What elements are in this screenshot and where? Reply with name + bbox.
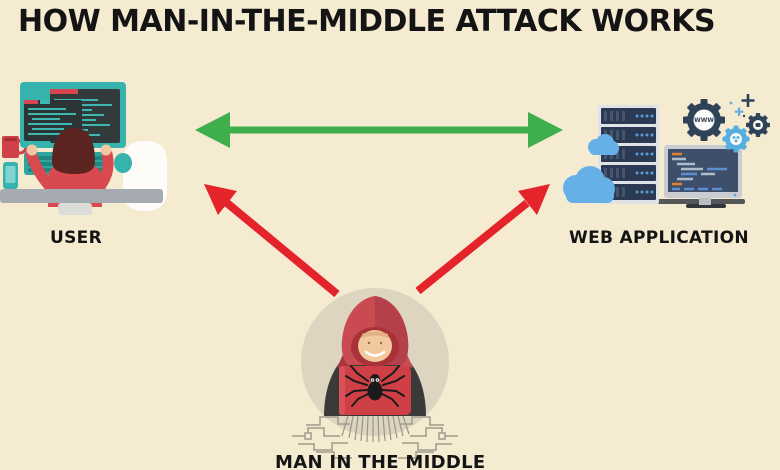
- person-at-computer-icon: [0, 82, 167, 215]
- circuit-traces: [292, 416, 458, 459]
- man-in-the-middle-label: MAN IN THE MIDDLE: [275, 452, 486, 470]
- user-label: USER: [50, 228, 102, 248]
- hooded-hacker-spider-laptop-icon: [292, 288, 458, 459]
- users-gear-icon: [722, 125, 750, 153]
- web-application-label: WEB APPLICATION: [569, 228, 749, 248]
- green-bidirectional-arrow: [195, 112, 563, 148]
- small-gear-icon: [746, 113, 770, 137]
- red-intercept-arrow-to-webapp: [415, 184, 550, 295]
- red-intercept-arrow-to-user: [204, 184, 340, 298]
- code-monitor-icon: [664, 145, 742, 208]
- page-title: HOW MAN-IN-THE-MIDDLE ATTACK WORKS: [18, 4, 716, 39]
- cloud-icon: [563, 134, 619, 203]
- www-gear-text: WWW: [694, 117, 714, 124]
- server-stack-icon: WWW: [563, 94, 770, 208]
- spider-icon: [345, 365, 405, 407]
- sparkle-plus-icons: [729, 94, 755, 118]
- www-gear-icon: WWW: [683, 99, 725, 141]
